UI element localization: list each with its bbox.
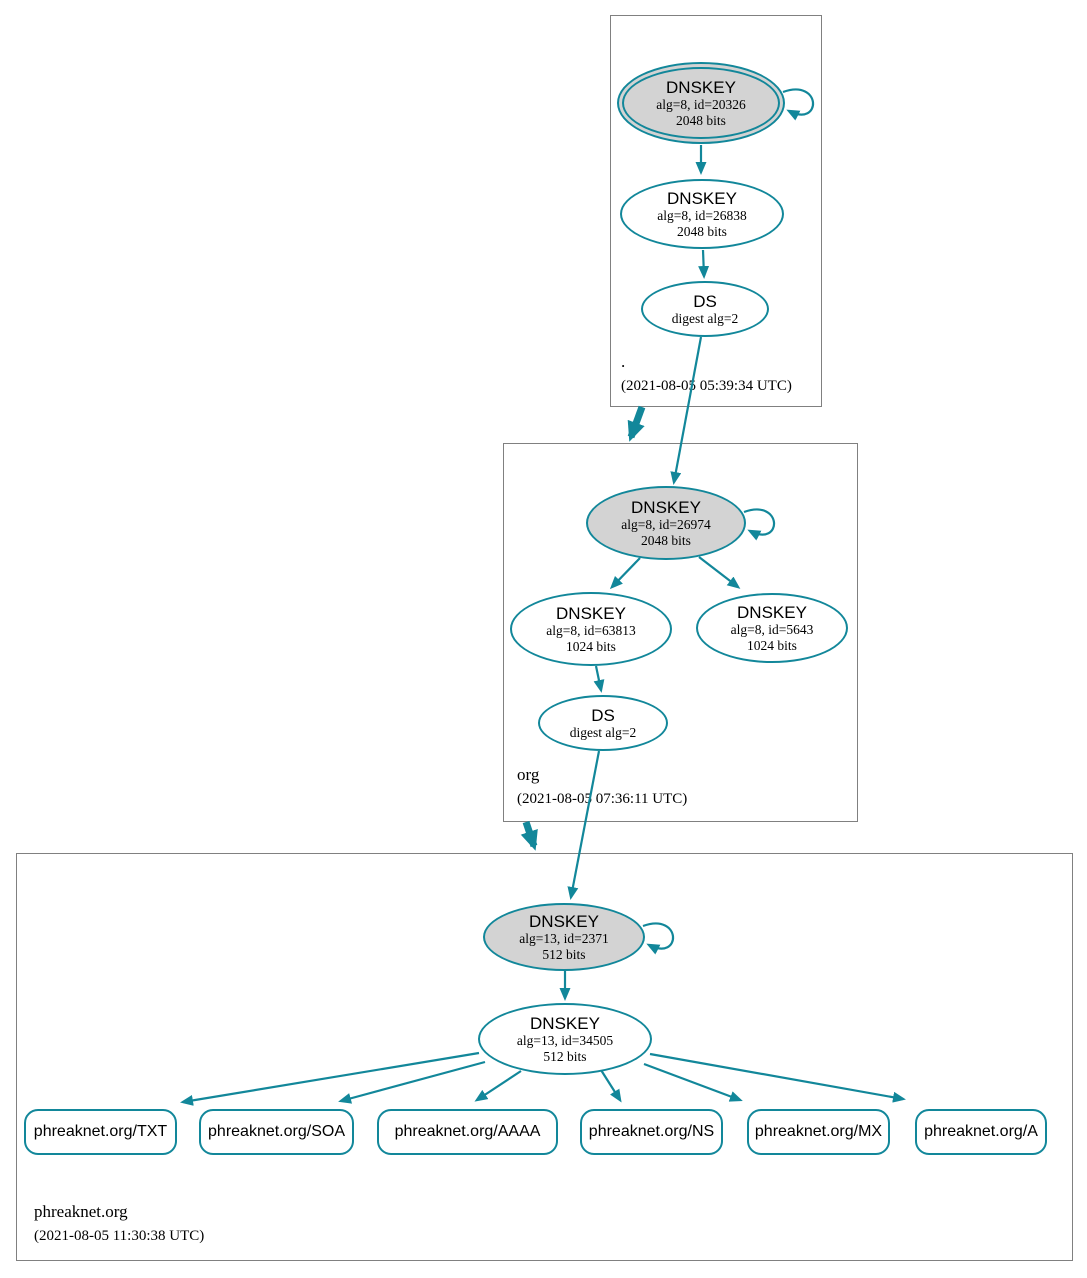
node-title: DS (693, 291, 717, 311)
node-detail: 1024 bits (747, 637, 797, 653)
node-title: DNSKEY (737, 602, 807, 622)
zone-timestamp-phreaknet: (2021-08-05 11:30:38 UTC) (34, 1228, 205, 1244)
zone-timestamp-org: (2021-08-05 07:36:11 UTC) (517, 791, 688, 807)
rrset-node-a[interactable]: phreaknet.org/A (915, 1109, 1047, 1155)
zone-timestamp-root: (2021-08-05 05:39:34 UTC) (621, 378, 792, 394)
node-detail: digest alg=2 (671, 310, 739, 326)
rrset-node-ns[interactable]: phreaknet.org/NS (580, 1109, 723, 1155)
rrset-node-soa[interactable]: phreaknet.org/SOA (199, 1109, 354, 1155)
rrset-label: phreaknet.org/TXT (33, 1123, 168, 1140)
node-detail: 1024 bits (566, 638, 616, 654)
node-detail: alg=8, id=26838 (657, 207, 747, 223)
node-detail: alg=8, id=26974 (621, 516, 711, 532)
node-title: DNSKEY (529, 911, 599, 931)
rrset-node-txt[interactable]: phreaknet.org/TXT (24, 1109, 177, 1155)
ds-node-org[interactable]: DS digest alg=2 (538, 695, 668, 751)
dnskey-node-org-zsk1[interactable]: DNSKEY alg=8, id=63813 1024 bits (510, 592, 672, 666)
node-detail: alg=8, id=5643 (730, 621, 814, 637)
node-detail: 512 bits (543, 1048, 587, 1064)
rrset-label: phreaknet.org/A (924, 1123, 1038, 1140)
node-detail: 2048 bits (677, 223, 727, 239)
dnskey-node-org-ksk[interactable]: DNSKEY alg=8, id=26974 2048 bits (586, 486, 746, 560)
rrset-label: phreaknet.org/SOA (208, 1123, 345, 1140)
rrset-node-aaaa[interactable]: phreaknet.org/AAAA (377, 1109, 558, 1155)
node-detail: 2048 bits (641, 532, 691, 548)
edge-delegation-org-to-phreaknet (520, 820, 538, 851)
rrset-node-mx[interactable]: phreaknet.org/MX (747, 1109, 890, 1155)
rrset-label: phreaknet.org/NS (588, 1123, 715, 1140)
node-title: DNSKEY (631, 497, 701, 517)
zone-name-root: . (621, 352, 626, 371)
node-title: DNSKEY (667, 188, 737, 208)
zone-name-phreaknet: phreaknet.org (34, 1202, 128, 1221)
node-detail: 512 bits (542, 946, 586, 962)
dnskey-node-org-zsk2[interactable]: DNSKEY alg=8, id=5643 1024 bits (696, 593, 848, 663)
zone-name-org: org (517, 765, 540, 784)
dnskey-node-root-zsk[interactable]: DNSKEY alg=8, id=26838 2048 bits (620, 179, 784, 249)
rrset-label: phreaknet.org/MX (754, 1123, 883, 1140)
node-title: DS (591, 705, 615, 725)
node-title: DNSKEY (530, 1013, 600, 1033)
dnskey-node-phreaknet-zsk[interactable]: DNSKEY alg=13, id=34505 512 bits (478, 1003, 652, 1075)
dnskey-node-root-ksk[interactable]: DNSKEY alg=8, id=20326 2048 bits (617, 62, 785, 144)
node-detail: alg=13, id=2371 (519, 930, 609, 946)
rrset-label: phreaknet.org/AAAA (394, 1123, 541, 1140)
node-detail: digest alg=2 (569, 724, 637, 740)
node-title: DNSKEY (666, 77, 736, 97)
node-detail: alg=8, id=63813 (546, 622, 636, 638)
node-detail: alg=8, id=20326 (656, 96, 746, 112)
node-title: DNSKEY (556, 603, 626, 623)
ds-node-root[interactable]: DS digest alg=2 (641, 281, 769, 337)
node-detail: alg=13, id=34505 (516, 1032, 614, 1048)
dnskey-node-phreaknet-ksk[interactable]: DNSKEY alg=13, id=2371 512 bits (483, 903, 645, 971)
node-detail: 2048 bits (676, 112, 726, 128)
edge-delegation-root-to-org (627, 405, 646, 442)
